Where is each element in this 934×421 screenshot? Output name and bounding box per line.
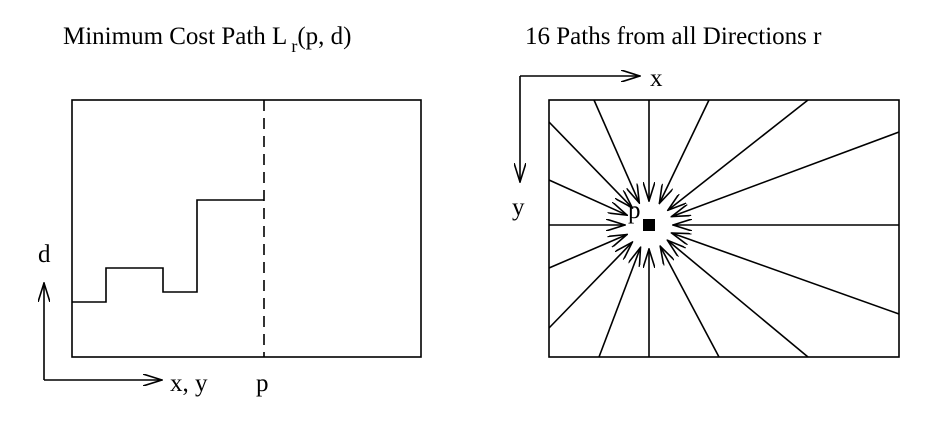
y-axis-label: y bbox=[512, 194, 525, 221]
left-title-main: Minimum Cost Path L bbox=[63, 23, 287, 50]
direction-ray-11 bbox=[660, 246, 720, 358]
xy-axis-label: x, y bbox=[170, 370, 208, 397]
x-axis-label: x bbox=[650, 65, 663, 92]
direction-ray-12 bbox=[672, 131, 900, 217]
direction-ray-15 bbox=[668, 99, 809, 210]
right-title: 16 Paths from all Directions r bbox=[525, 23, 822, 50]
direction-ray-14 bbox=[672, 233, 900, 315]
direction-ray-2 bbox=[548, 179, 627, 215]
direction-rays bbox=[548, 99, 900, 358]
right-panel: 16 Paths from all Directions r x y p bbox=[512, 23, 900, 358]
direction-ray-6 bbox=[593, 99, 639, 203]
direction-ray-8 bbox=[659, 99, 710, 203]
d-axis-label: d bbox=[38, 241, 51, 268]
cost-path bbox=[72, 199, 264, 303]
direction-ray-1 bbox=[548, 121, 632, 208]
p-marker-label: p bbox=[256, 370, 269, 397]
pixel-p-label: p bbox=[628, 197, 641, 224]
image-box bbox=[548, 99, 900, 358]
direction-ray-4 bbox=[548, 235, 627, 269]
direction-ray-9 bbox=[598, 247, 641, 358]
left-title-args: (p, d) bbox=[297, 23, 351, 50]
direction-ray-16 bbox=[668, 240, 809, 358]
cost-box bbox=[71, 99, 422, 358]
pixel-p-square bbox=[643, 219, 655, 231]
direction-ray-5 bbox=[548, 242, 632, 329]
left-title-subscript: r bbox=[291, 36, 297, 56]
